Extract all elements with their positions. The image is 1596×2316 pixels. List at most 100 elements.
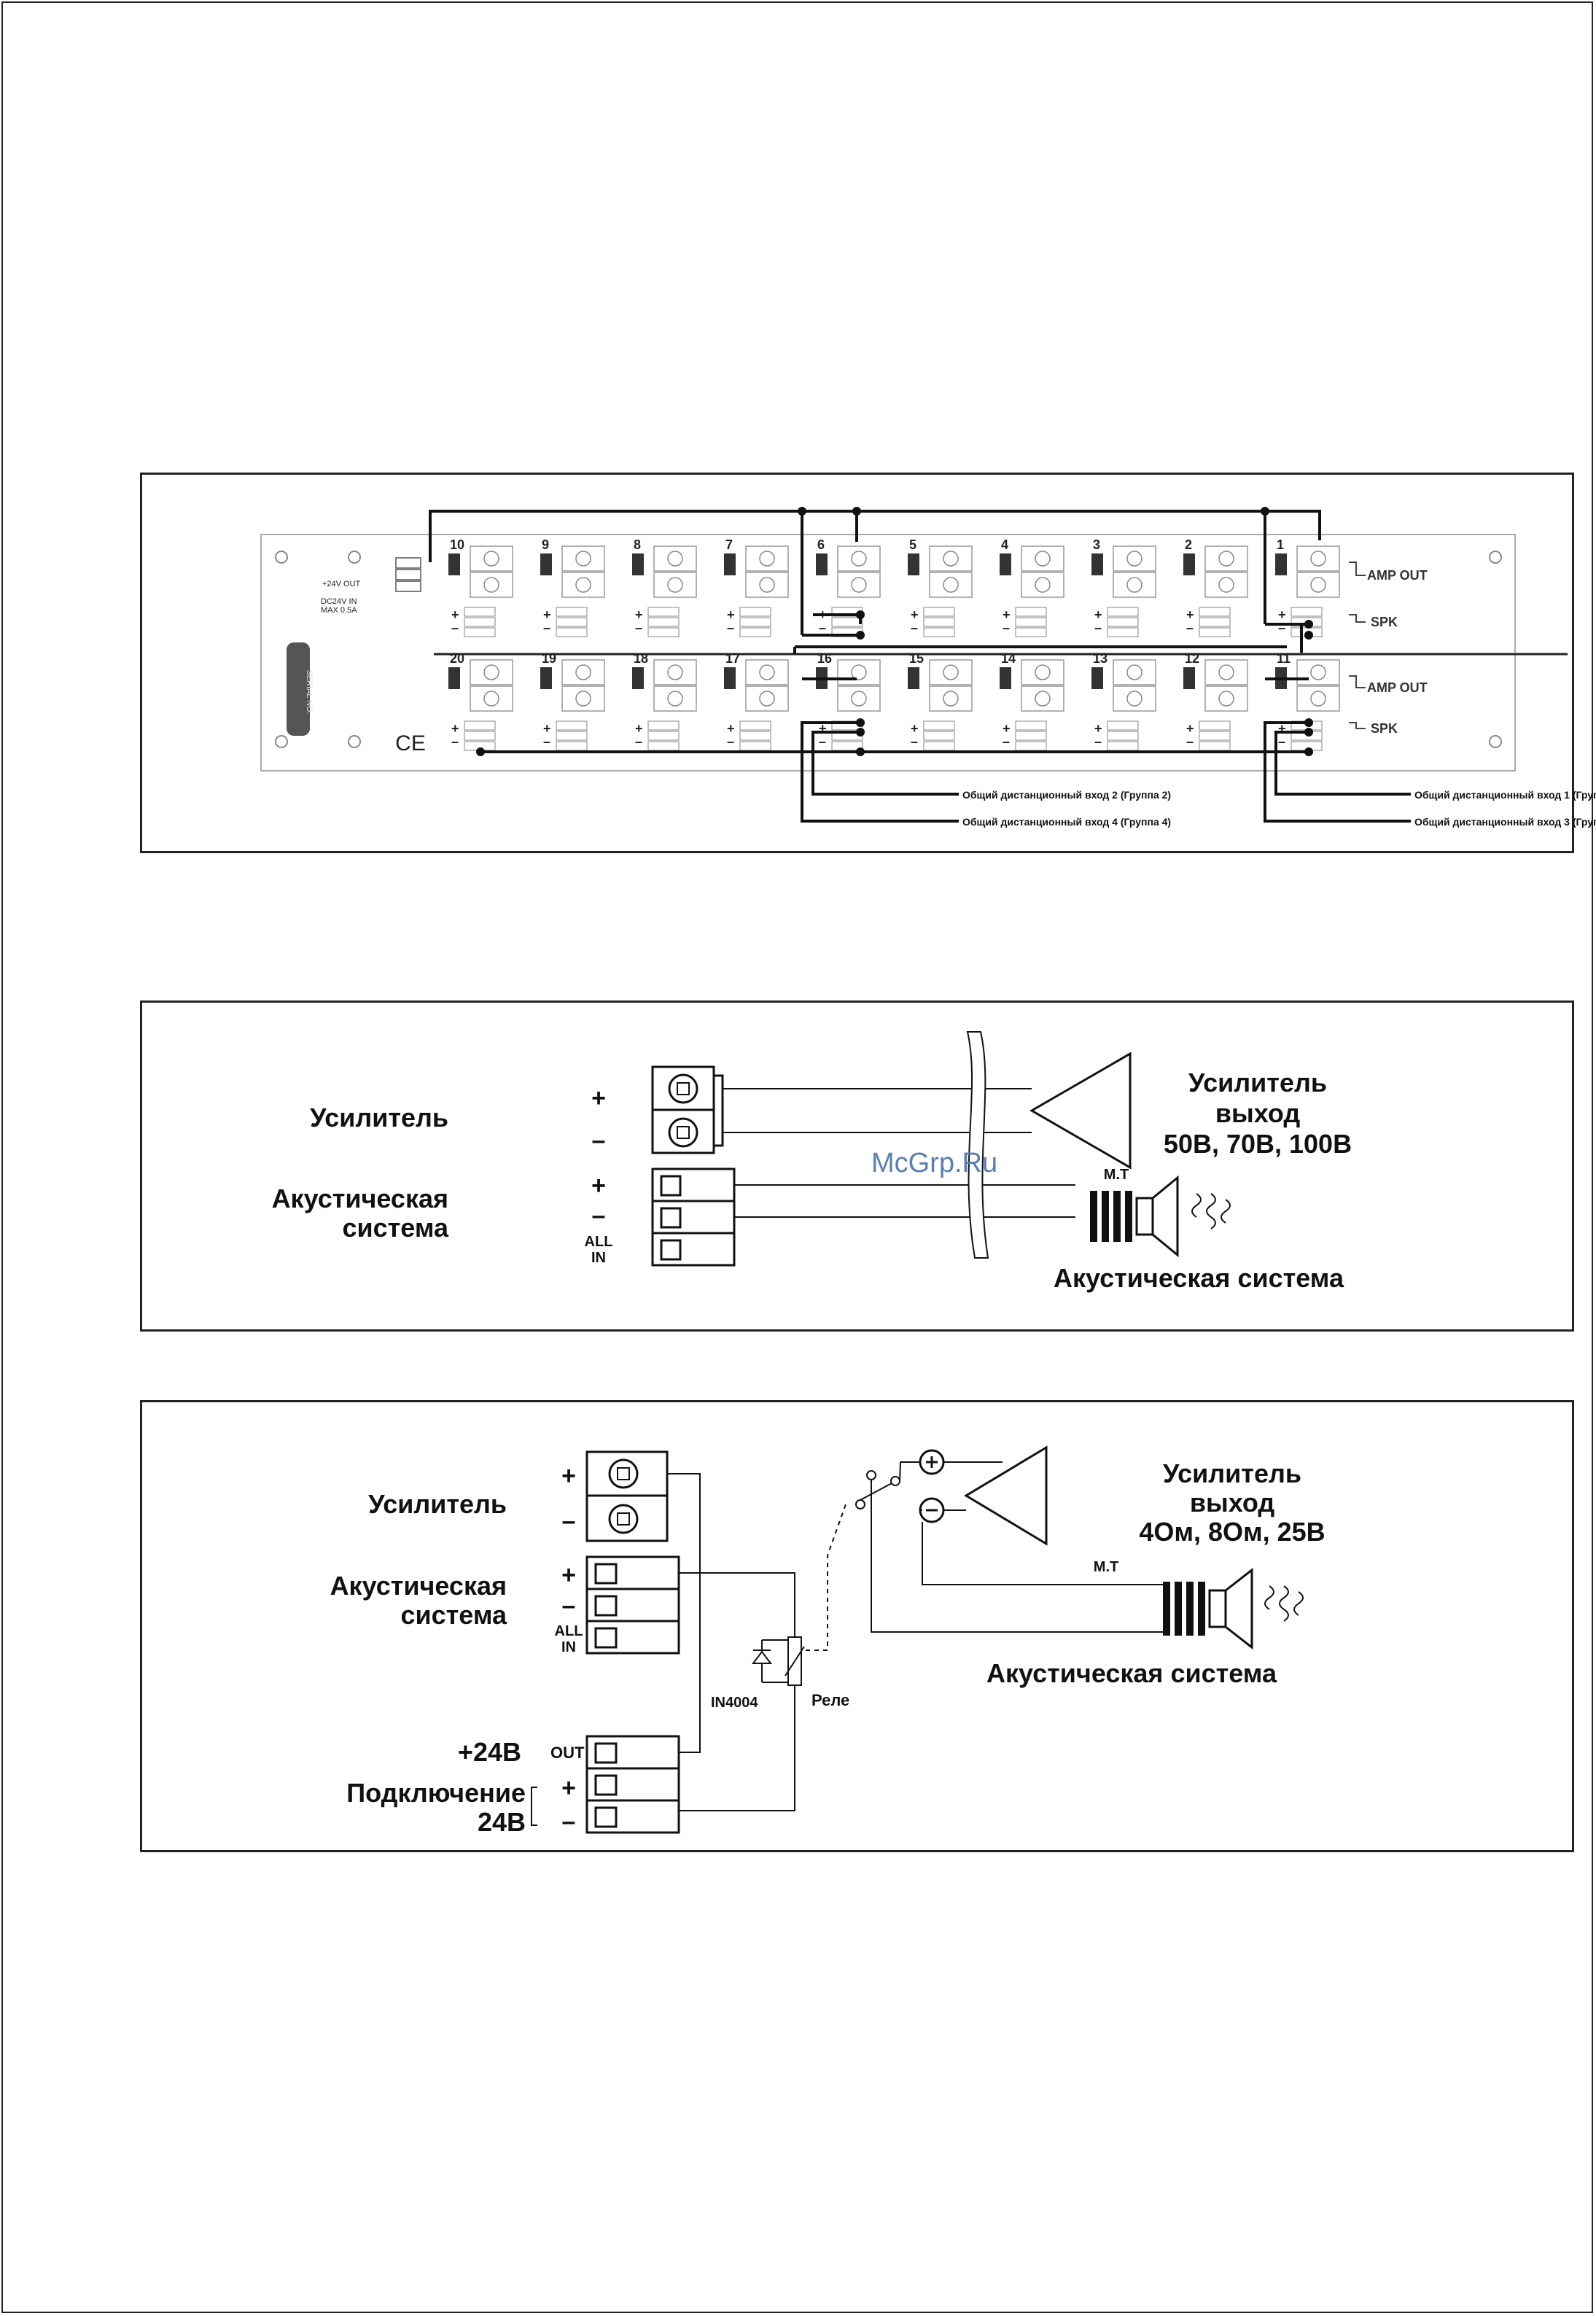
polarity-tab (1091, 667, 1103, 689)
plus-sign: + (1094, 607, 1102, 622)
screw-terminal (1296, 659, 1340, 685)
amplifier-wiring-svg: Усилитель + – + – Акустическая система A… (272, 1031, 1352, 1293)
amp-out-label-bottom: AMP OUT (1367, 680, 1428, 695)
screw-terminal (561, 659, 605, 685)
spk-terminal-slot (464, 731, 496, 741)
dc24-terminal (395, 557, 421, 592)
screw-terminal (561, 545, 605, 572)
plus-sign: + (1003, 721, 1011, 736)
channel-number: 19 (542, 651, 556, 666)
screw-icon (1218, 551, 1234, 567)
screw-terminal (470, 659, 513, 685)
screw-icon (1035, 577, 1051, 593)
spk-terminal-slot (464, 720, 496, 731)
plus-sign: + (1186, 721, 1194, 736)
screw-icon (1218, 691, 1234, 707)
screw-icon (851, 551, 867, 567)
remote-input-4-label: Общий дистанционный вход 4 (Группа 4) (962, 816, 1171, 828)
amp-output-wires (871, 1461, 1163, 1633)
screw-terminal (561, 685, 605, 712)
spk-terminal-slot (556, 720, 588, 731)
spk-terminal-slot (647, 741, 680, 751)
screw-terminal (1296, 572, 1340, 598)
spk-terminal-slot (556, 617, 588, 627)
screw-terminal (837, 685, 881, 712)
channel-number: 3 (1093, 537, 1100, 552)
polarity-tab (448, 667, 460, 689)
spk-terminal-slot (1199, 731, 1231, 741)
spk-terminal-slot (1015, 741, 1047, 751)
channel-number: 15 (909, 651, 924, 666)
screw-icon (1035, 551, 1051, 567)
channel-number: 17 (725, 651, 740, 666)
polarity-tab (448, 553, 460, 575)
watermark: McGrp.Ru (871, 1148, 997, 1178)
screw-icon (1310, 691, 1326, 707)
remote-input-1-label: Общий дистанционный вход 1 (Группа 1) (1414, 789, 1596, 801)
spk-terminal-slot (1107, 607, 1139, 617)
amp-output-label-2: выход (1215, 1098, 1301, 1128)
channel-number: 1 (1277, 537, 1284, 552)
polarity-tab (1000, 553, 1011, 575)
minus-sign: – (1186, 734, 1194, 749)
spk-terminal-slot (464, 627, 496, 637)
screw-icon (483, 691, 499, 707)
screw-terminal (561, 572, 605, 598)
plus-sign: + (1278, 721, 1286, 736)
channel-terminal-group: 14+– (1000, 651, 1064, 751)
channel-number: 18 (634, 651, 648, 666)
spk-terminal-slot (464, 607, 496, 617)
remote-wiring (429, 510, 1411, 823)
screw-terminal (1204, 545, 1248, 572)
screw-icon (668, 1073, 698, 1104)
screw-icon (1310, 551, 1326, 567)
cable-break (966, 1031, 989, 1259)
polarity-tab (1183, 667, 1195, 689)
relay-wiring-diagram: Усилитель + – + – Акустическая система A… (140, 1400, 1574, 1852)
speaker-caption: Акустическая система (1054, 1263, 1344, 1293)
spk-terminal-slot (923, 617, 955, 627)
spk-plus-sign: + (591, 1172, 606, 1200)
screw-icon (1035, 691, 1051, 707)
screw-icon (943, 691, 959, 707)
plus-sign: + (543, 607, 551, 622)
screw-icon (1218, 577, 1234, 593)
amp-out-label-top: AMP OUT (1367, 568, 1428, 583)
channel-number: 8 (634, 537, 641, 552)
screw-terminal (653, 545, 697, 572)
remote-input-3-label: Общий дистанционный вход 3 (Группа 3) (1414, 816, 1596, 828)
spk-terminal-slot (923, 741, 955, 751)
screw-icon (667, 691, 683, 707)
plus-sign: + (727, 607, 735, 622)
channel-terminal-group: 1+– (1275, 537, 1340, 637)
screw-icon (575, 577, 591, 593)
screw-terminal (653, 685, 697, 712)
polarity-tab (540, 553, 552, 575)
polarity-tab (632, 667, 644, 689)
transformer-label: M.T (1094, 1559, 1118, 1575)
screw-icon (1310, 577, 1326, 593)
screw-icon (851, 691, 867, 707)
minus-sign: – (819, 621, 826, 635)
screw-icon (851, 664, 867, 680)
screw-terminal (745, 545, 789, 572)
screw-icon (667, 551, 683, 567)
channel-number: 14 (1001, 651, 1016, 666)
screw-terminal (1113, 685, 1156, 712)
in-label: IN (591, 1250, 606, 1266)
relay-coil-slash (785, 1646, 805, 1676)
channel-number: 13 (1093, 651, 1108, 666)
channel-number: 9 (542, 537, 549, 552)
spk-terminal-slot (464, 617, 496, 627)
minus-sign: – (1003, 621, 1010, 635)
spk-terminal-slot (831, 617, 863, 627)
screw-terminal (1204, 572, 1248, 598)
channel-terminal-group: 18+– (632, 651, 697, 751)
plus-sign: + (635, 721, 643, 736)
channel-terminal-group: 11+– (1275, 651, 1340, 751)
polarity-tab (816, 553, 828, 575)
spk-terminal-slot (1199, 627, 1231, 637)
all-label: ALL (555, 1623, 583, 1639)
screw-terminal (470, 685, 513, 712)
